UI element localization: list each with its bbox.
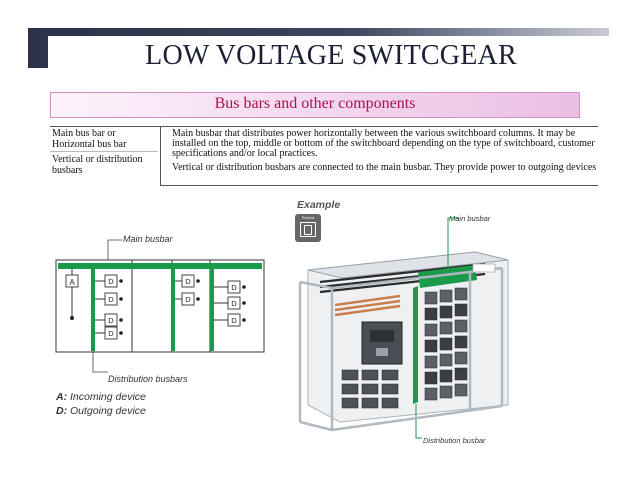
outgoing-device: [104, 313, 118, 327]
desc-main-busbar: Main busbar that distributes power horiz…: [172, 128, 595, 159]
title-banner: [48, 36, 614, 76]
modular-device: [424, 387, 438, 401]
main-busbar: [58, 263, 262, 269]
modular-device: [424, 291, 438, 305]
distribution-busbar: [91, 269, 95, 351]
outgoing-device: [227, 280, 241, 294]
legend-incoming: A: Incoming device: [56, 391, 146, 403]
modular-device: [341, 383, 359, 395]
desc-distribution-busbars: Vertical or distribution busbars are con…: [172, 162, 597, 173]
modular-device: [454, 287, 468, 301]
modular-device: [424, 371, 438, 385]
distribution-busbar: [210, 269, 214, 351]
outgoing-device: [181, 292, 195, 306]
table-top-rule: [50, 126, 598, 127]
modular-device: [439, 353, 453, 367]
modular-device: [439, 321, 453, 335]
subtitle: Bus bars and other components: [214, 95, 416, 112]
outgoing-device-label: D: [185, 277, 191, 286]
modular-device: [381, 397, 399, 409]
outgoing-device: [227, 313, 241, 327]
main-busbar-label: Main busbar: [123, 234, 173, 244]
modular-device: [424, 355, 438, 369]
table-row-divider: [50, 151, 158, 152]
modular-device: [341, 397, 359, 409]
circuit-breaker: [361, 321, 403, 365]
distribution-busbar-callout: [415, 404, 422, 439]
table-column-divider: [160, 127, 161, 185]
outgoing-device: [104, 274, 118, 288]
modular-device: [439, 337, 453, 351]
table-bottom-rule: [160, 185, 598, 186]
outgoing-device: [104, 326, 118, 340]
copper-busbars: [334, 294, 401, 317]
switchboard-illustration: [298, 217, 509, 439]
modular-devices: [341, 287, 468, 409]
example-heading: Example: [297, 199, 341, 211]
modular-device: [454, 367, 468, 381]
modular-device: [361, 397, 379, 409]
outgoing-device: [181, 274, 195, 288]
distribution-busbar-highlight: [413, 286, 418, 404]
example-main-busbar-label: Main busbar: [449, 214, 491, 223]
modular-device: [381, 383, 399, 395]
modular-device: [454, 383, 468, 397]
main-busbar-leader: [107, 239, 122, 263]
modular-device: [361, 383, 379, 395]
modular-device: [361, 369, 379, 381]
outgoing-device-label: D: [231, 283, 237, 292]
modular-device: [439, 369, 453, 383]
outgoing-device-label: D: [185, 295, 191, 304]
main-busbar-callout: [447, 217, 458, 270]
outgoing-device-label: D: [108, 329, 114, 338]
legend-outgoing: D: Outgoing device: [56, 405, 146, 417]
example-distribution-busbar-label: Distribution busbar: [423, 436, 486, 445]
modular-device: [424, 323, 438, 337]
modular-device: [454, 303, 468, 317]
subtitle-box: [50, 92, 580, 118]
page-title: LOW VOLTAGE SWITCGEAR: [145, 40, 517, 71]
outgoing-device-label: D: [108, 277, 114, 286]
outgoing-device-label: D: [231, 299, 237, 308]
prisma-icon: Prisma: [295, 214, 321, 242]
modular-device: [439, 305, 453, 319]
distribution-busbars-label: Distribution busbars: [108, 374, 188, 384]
term-main-busbar: Main bus bar or Horizontal bus bar: [52, 128, 127, 150]
term-distribution-busbars: Vertical or distribution busbars: [52, 154, 143, 176]
outgoing-device: [227, 296, 241, 310]
outgoing-device-label: D: [231, 316, 237, 325]
top-frame: [307, 251, 509, 279]
outgoing-device: [104, 292, 118, 306]
main-busbar-highlight: [418, 265, 477, 288]
modular-device: [424, 339, 438, 353]
outgoing-device-label: D: [108, 316, 114, 325]
distribution-busbars-leader: [92, 351, 108, 373]
modular-device: [454, 351, 468, 365]
modular-device: [341, 369, 359, 381]
modular-device: [454, 319, 468, 333]
front-frame: [298, 268, 504, 432]
modular-device: [439, 289, 453, 303]
modular-device: [454, 335, 468, 349]
modular-device: [424, 307, 438, 321]
modular-device: [439, 385, 453, 399]
outgoing-device-label: D: [108, 295, 114, 304]
distribution-busbar: [171, 269, 175, 351]
incoming-device-label: A: [69, 278, 75, 287]
modular-device: [381, 369, 399, 381]
